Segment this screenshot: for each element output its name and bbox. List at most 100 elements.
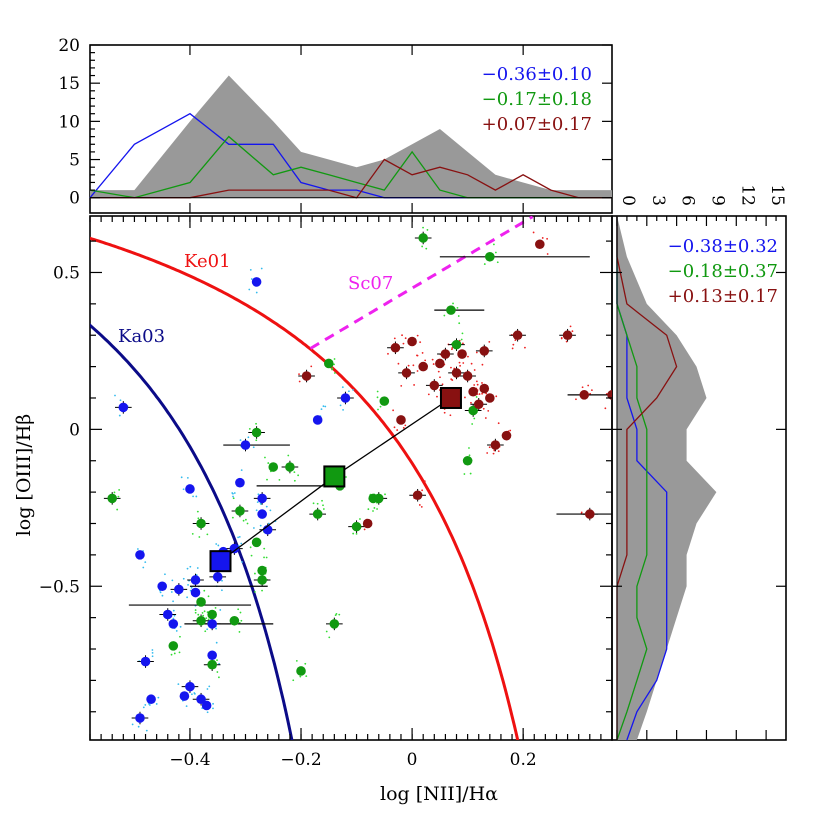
main-xtick-label-3: 0.2 (510, 750, 537, 770)
spray-dot (266, 478, 268, 481)
spray-dot (328, 636, 331, 639)
main-xtick-label-1: −0.2 (280, 750, 321, 770)
spray-dot (195, 495, 198, 498)
spray-dot (241, 561, 243, 563)
data-point-group1-8 (235, 506, 245, 516)
spray-dot (424, 359, 427, 362)
spray-dot (172, 609, 175, 612)
spray-dot (478, 393, 481, 395)
data-point-group2-4 (401, 368, 412, 378)
data-point-group0-14 (196, 694, 206, 705)
data-point-group1-24 (418, 233, 428, 243)
right-xtick-label-5: 15 (767, 184, 787, 206)
spray-dot (256, 501, 259, 504)
right-xtick-label-3: 9 (707, 195, 727, 206)
data-point-group1-28 (468, 405, 478, 416)
data-point-group1-29 (485, 251, 495, 262)
spray-dot (247, 436, 250, 439)
spray-dot (182, 488, 185, 491)
data-point-group0-13 (190, 587, 201, 598)
data-point-group2-24 (562, 330, 573, 341)
spray-dot (265, 505, 268, 508)
spray-dot (473, 369, 476, 371)
spray-dot (312, 502, 315, 505)
data-point-group1-0 (107, 493, 118, 504)
spray-dot (496, 261, 499, 264)
top-ytick-label-3: 15 (58, 74, 80, 94)
main-ytick-label-0: −0.5 (39, 577, 80, 597)
spray-dot (118, 414, 121, 417)
data-point-group1-17 (323, 358, 334, 369)
data-point-group1-10 (251, 427, 262, 438)
spray-dot (250, 278, 253, 280)
spray-dot (487, 409, 490, 412)
spray-dot (232, 492, 234, 495)
data-point-group0-18 (212, 572, 223, 582)
spray-dot (590, 389, 593, 392)
right-xtick-label-4: 12 (737, 184, 757, 206)
spray-dot (242, 519, 245, 522)
spray-dot (186, 567, 189, 570)
spray-dot (524, 346, 526, 349)
data-point-group1-12 (257, 575, 267, 585)
spray-dot (416, 370, 419, 372)
spray-dot (450, 348, 453, 351)
spray-dot (192, 495, 194, 498)
spray-dot (207, 595, 210, 598)
spray-dot (261, 589, 263, 592)
data-point-group2-25 (579, 390, 590, 400)
spray-dot (171, 579, 174, 582)
main-xtick-label-0: −0.4 (169, 750, 210, 770)
data-point-group1-2 (196, 518, 206, 529)
spray-dot (212, 707, 214, 710)
spray-dot (439, 376, 441, 379)
top-ytick-label-1: 5 (69, 151, 80, 171)
spray-dot (175, 630, 178, 632)
spray-dot (298, 373, 300, 376)
data-point-group2-22 (512, 330, 523, 341)
spray-dot (532, 231, 535, 234)
spray-dot (462, 362, 465, 364)
spray-dot (452, 302, 454, 305)
spray-dot (212, 702, 214, 705)
data-point-group2-2 (390, 342, 401, 353)
spray-dot (248, 427, 251, 430)
data-point-group1-27 (462, 455, 473, 466)
spray-dot (423, 480, 426, 483)
spray-dot (497, 450, 500, 453)
spray-dot (511, 347, 514, 350)
spray-dot (495, 395, 498, 398)
spray-dot (470, 401, 472, 404)
data-point-group0-10 (185, 681, 195, 692)
data-point-group0-23 (251, 277, 262, 287)
spray-dot (298, 380, 301, 383)
spray-dot (161, 594, 164, 597)
data-point-group0-11 (185, 484, 195, 494)
spray-dot (119, 399, 122, 402)
spray-dot (185, 705, 188, 708)
spray-dot (316, 502, 319, 505)
spray-dot (481, 392, 484, 395)
data-point-group0-7 (168, 619, 179, 629)
spray-dot (186, 596, 189, 599)
spray-dot (255, 439, 258, 442)
spray-dot (194, 609, 197, 611)
right-xtick-label-2: 6 (678, 195, 698, 206)
top-stat-red: +0.07±0.17 (482, 114, 592, 135)
spray-dot (216, 671, 219, 673)
spray-dot (173, 652, 176, 655)
spray-dot (260, 503, 262, 505)
spray-dot (569, 325, 572, 328)
top-hist-total-area (90, 75, 612, 198)
spray-dot (437, 370, 440, 373)
spray-dot (259, 524, 262, 527)
spray-dot (486, 452, 489, 454)
data-point-group2-19 (485, 393, 495, 403)
spray-dot (232, 495, 234, 498)
spray-dot (287, 454, 290, 457)
spray-dot (238, 535, 241, 538)
spray-dot (206, 628, 209, 631)
spray-dot (463, 473, 466, 475)
spray-dot (322, 508, 325, 510)
